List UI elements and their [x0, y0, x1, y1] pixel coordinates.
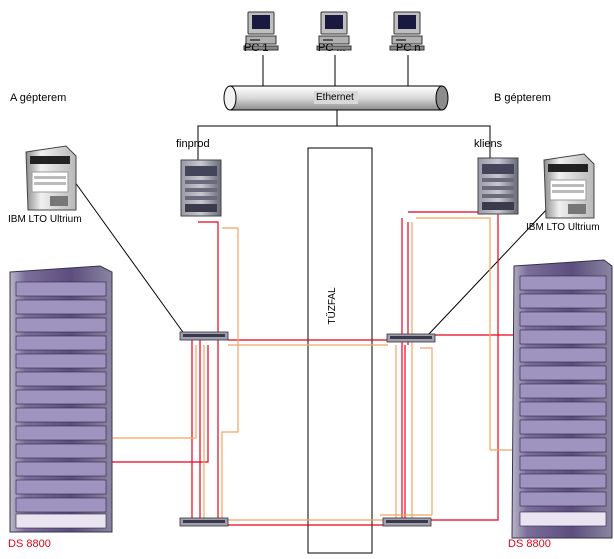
server-finprod: [180, 159, 222, 217]
pc-label: PC 1: [244, 42, 269, 54]
storage-left-label: DS 8800: [8, 538, 51, 550]
firewall-box: [307, 147, 373, 554]
ethernet-backbone: [223, 85, 449, 111]
firewall-label: TŰZFAL: [327, 287, 338, 325]
tape-links: [71, 177, 549, 336]
server-finprod-label: finprod: [176, 138, 210, 150]
pc-workstation: [389, 11, 425, 51]
san-switch-b-bottom: [382, 517, 432, 527]
san-switch-a-top: [179, 331, 229, 341]
storage-rack-left: [9, 265, 113, 533]
ethernet-label: Ethernet: [316, 92, 354, 103]
storage-right-label: DS 8800: [508, 538, 551, 550]
pc-label: PC n: [396, 42, 421, 54]
tape-library-right-label: IBM LTO Ultrium: [526, 222, 600, 233]
tape-library-left: [25, 145, 77, 211]
room-b-label: B gépterem: [494, 92, 551, 104]
pc-workstation: [316, 11, 352, 51]
san-switch-a-bottom: [179, 517, 229, 527]
tape-library-left-label: IBM LTO Ultrium: [8, 214, 82, 225]
server-kliens-label: kliens: [474, 138, 503, 150]
server-kliens: [477, 157, 519, 215]
storage-rack-right: [511, 259, 613, 539]
room-a-label: A gépterem: [10, 92, 67, 104]
san-switch-b-top: [386, 333, 436, 343]
fc-cabling-orange: [110, 217, 512, 525]
pc-workstation: [243, 11, 279, 51]
tape-library-right: [543, 153, 595, 219]
pc-label: PC ...: [318, 42, 346, 54]
